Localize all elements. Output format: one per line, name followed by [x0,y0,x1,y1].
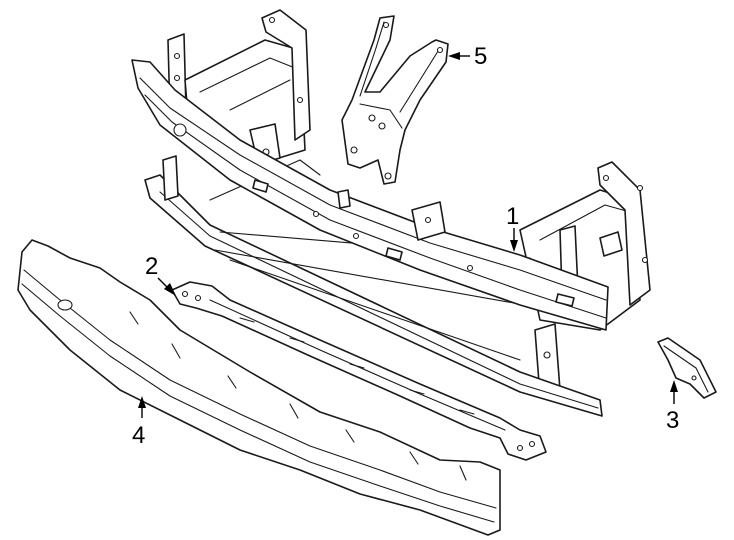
part-5-upper-bracket [341,15,449,185]
callout-2: 2 [145,253,176,296]
part-4-energy-absorber [17,239,501,536]
callout-1: 1 [506,203,519,252]
part-1-reinforcement-assembly [131,9,651,417]
callout-label-3: 3 [666,407,679,434]
part-2-lower-strip [171,281,547,461]
callout-4: 4 [132,396,146,449]
callout-label-5: 5 [474,43,487,70]
part-3-side-bracket [657,337,717,399]
callout-3: 3 [666,380,679,434]
callout-label-1: 1 [506,203,519,230]
callout-5: 5 [448,43,487,70]
callout-label-4: 4 [132,422,145,449]
callout-label-2: 2 [145,253,158,280]
